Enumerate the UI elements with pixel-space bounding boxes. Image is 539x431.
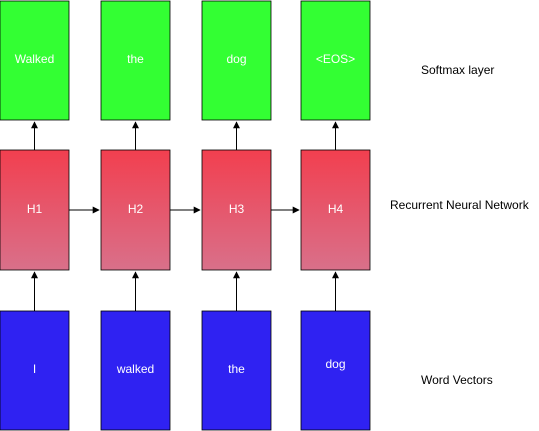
rnn-layer-label: Recurrent Neural Network (390, 198, 530, 212)
word-vector-row: I walked the dog (0, 310, 371, 431)
softmax-box-3: dog (201, 0, 272, 121)
hidden-state-3: H3 (229, 202, 245, 216)
softmax-box-4: <EOS> (300, 0, 371, 121)
hidden-box-2: H2 (100, 149, 171, 271)
softmax-row: Walked the dog <EOS> (0, 0, 371, 121)
hidden-box-3: H3 (201, 149, 272, 271)
softmax-output-3: dog (226, 52, 246, 66)
word-input-2: walked (116, 362, 154, 376)
softmax-output-4: <EOS> (316, 52, 355, 66)
word-box-3: the (201, 310, 272, 431)
word-input-3: the (228, 362, 245, 376)
word-box-1: I (0, 310, 70, 431)
softmax-box-2: the (100, 0, 171, 121)
hidden-state-2: H2 (128, 202, 144, 216)
hidden-state-1: H1 (27, 202, 43, 216)
word-input-4: dog (325, 357, 345, 371)
rnn-row: H1 H2 H3 H4 (0, 149, 371, 271)
input-arrows (31, 271, 339, 311)
word-input-1: I (33, 362, 36, 376)
softmax-layer-label: Softmax layer (421, 63, 494, 77)
softmax-output-2: the (127, 52, 144, 66)
hidden-box-1: H1 (0, 149, 70, 271)
word-vectors-label: Word Vectors (421, 373, 493, 387)
hidden-state-4: H4 (328, 202, 344, 216)
output-arrows (31, 121, 339, 150)
word-box-2: walked (100, 310, 171, 431)
hidden-box-4: H4 (300, 149, 371, 271)
softmax-box-1: Walked (0, 0, 70, 121)
word-box-4: dog (300, 310, 371, 431)
softmax-output-1: Walked (15, 52, 55, 66)
